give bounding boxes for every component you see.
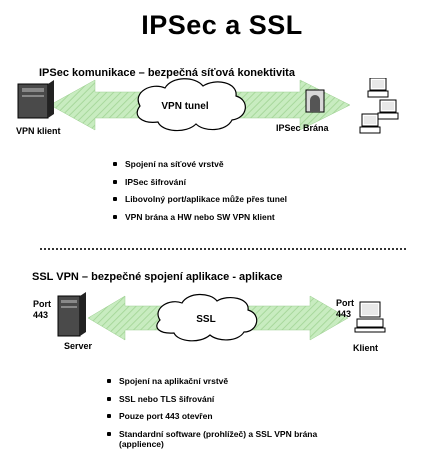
ipsec-tunnel-diagram: VPN tunel — [17, 78, 399, 134]
ipsec-cloud — [136, 78, 246, 132]
list-item: Spojení na síťové vrstvě — [113, 159, 328, 170]
ssl-heading: SSL VPN – bezpečné spojení aplikace - ap… — [32, 271, 283, 283]
server-icon — [57, 292, 86, 337]
client-label: Klient — [353, 343, 379, 353]
list-item: Pouze port 443 otevřen — [107, 411, 327, 422]
ipsec-heading: IPSec komunikace – bezpečná síťová konek… — [39, 67, 295, 79]
vpn-client-label: VPN klient — [16, 126, 61, 136]
diagram-title: IPSec a SSL — [141, 10, 303, 40]
section-divider — [40, 248, 406, 250]
client-port-label: Port 443 — [336, 298, 354, 319]
ssl-tunnel-diagram: SSL — [57, 292, 386, 342]
workstation-icon — [367, 78, 389, 98]
ipsec-cloud-label: VPN tunel — [161, 101, 208, 112]
server-port-label: Port 443 — [33, 299, 51, 320]
ssl-bullet-list: Spojení na aplikační vrstvě SSL nebo TLS… — [107, 376, 327, 457]
list-item: IPSec šifrování — [113, 177, 328, 188]
workstation-icon — [377, 99, 399, 120]
ssl-cloud-label: SSL — [196, 314, 215, 325]
list-item: Spojení na aplikační vrstvě — [107, 376, 327, 387]
ipsec-gateway-icon — [305, 89, 325, 113]
list-item: Libovolný port/aplikace může přes tunel — [113, 194, 328, 205]
list-item: SSL nebo TLS šifrování — [107, 394, 327, 405]
list-item: Standardní software (prohlížeč) a SSL VP… — [107, 429, 327, 450]
list-item: VPN brána a HW nebo SW VPN klient — [113, 212, 328, 223]
vpn-client-computer-icon — [17, 80, 54, 119]
ipsec-bullet-list: Spojení na síťové vrstvě IPSec šifrování… — [113, 159, 328, 229]
ssl-cloud — [156, 293, 258, 342]
workstation-icon — [359, 113, 381, 134]
ipsec-gateway-label: IPSec Brána — [276, 123, 329, 133]
client-computer-icon — [354, 301, 386, 333]
server-label: Server — [64, 341, 93, 351]
